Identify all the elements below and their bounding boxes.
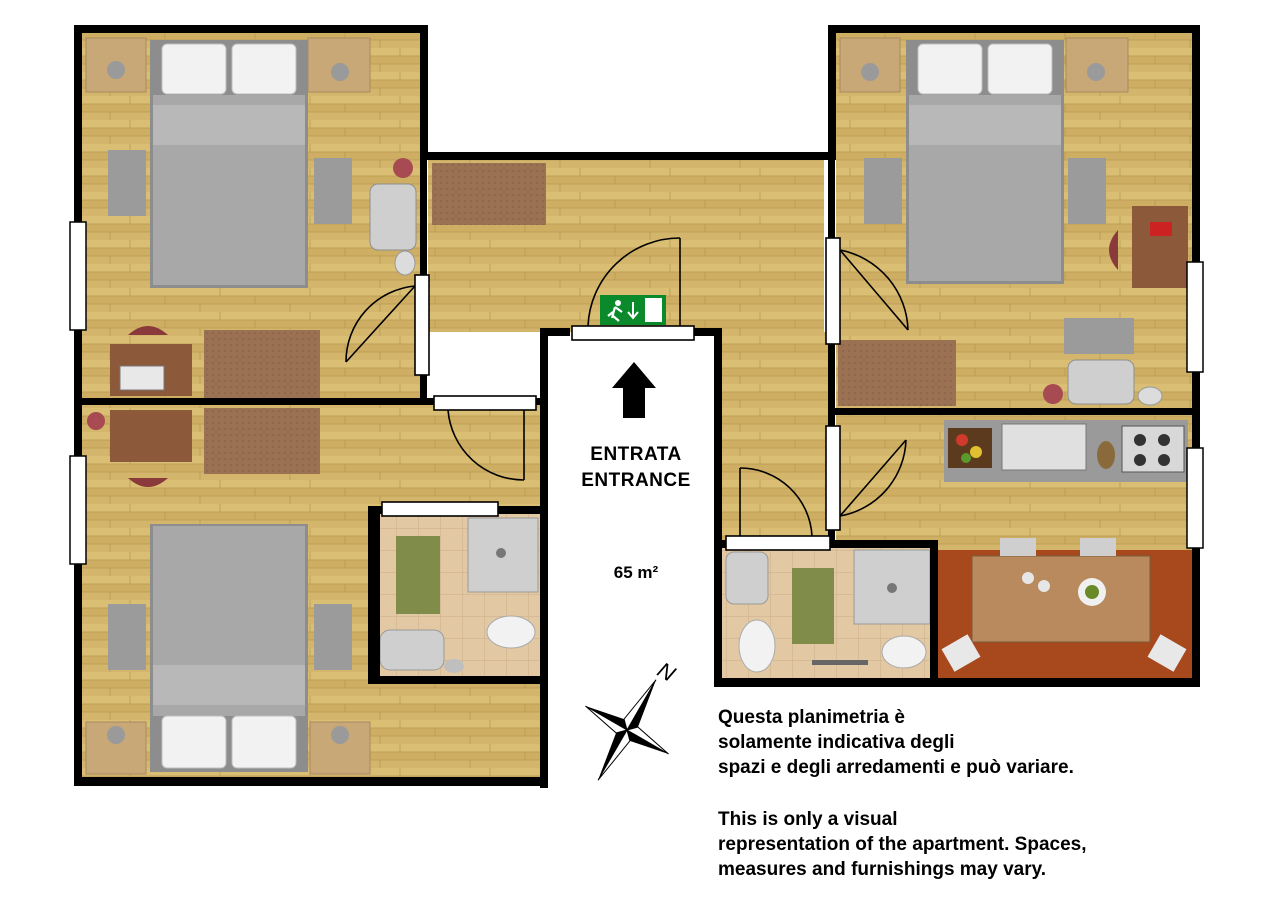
armchair (369, 183, 417, 251)
bedside-rug (314, 158, 352, 224)
stool (393, 158, 413, 178)
sink (379, 629, 445, 671)
windows (69, 221, 1204, 565)
disclaimer-en-line: representation of the apartment. Spaces, (718, 834, 1087, 855)
disclaimer-en-line: This is only a visual (718, 809, 898, 830)
bedside-rug (108, 150, 146, 216)
rug (204, 330, 320, 398)
entrance-door (571, 325, 695, 341)
emergency-exit-sign-icon (600, 295, 666, 325)
disclaimer-en-line: measures and furnishings may vary. (718, 859, 1047, 880)
entrance-label-it: ENTRATA (590, 444, 682, 465)
rug (838, 340, 956, 406)
disclaimer-it-line: solamente indicativa degli (718, 732, 955, 753)
bed-bottom-left (150, 524, 308, 772)
rug (204, 408, 320, 474)
corridor-rug (432, 163, 546, 225)
entrance-label-en: ENTRANCE (581, 470, 691, 491)
desk (110, 410, 192, 462)
sink (1001, 423, 1087, 471)
disclaimer-it-line: Questa planimetria è (718, 707, 905, 728)
hall-right-floor (722, 332, 828, 542)
bed-top-left (150, 40, 308, 288)
furniture (85, 37, 1188, 775)
desk (1132, 206, 1188, 288)
doors (345, 237, 909, 551)
area-label: 65 m² (613, 563, 659, 582)
toilet (486, 615, 536, 649)
disclaimer-it-line: spazi e degli arredamenti e può variare. (718, 757, 1074, 778)
dining-table (971, 555, 1151, 643)
bath-mat (396, 536, 440, 614)
bed-top-right (906, 40, 1064, 284)
compass-rose-icon (585, 679, 669, 781)
entrance-arrow-icon (612, 362, 656, 418)
stove (1121, 425, 1185, 473)
